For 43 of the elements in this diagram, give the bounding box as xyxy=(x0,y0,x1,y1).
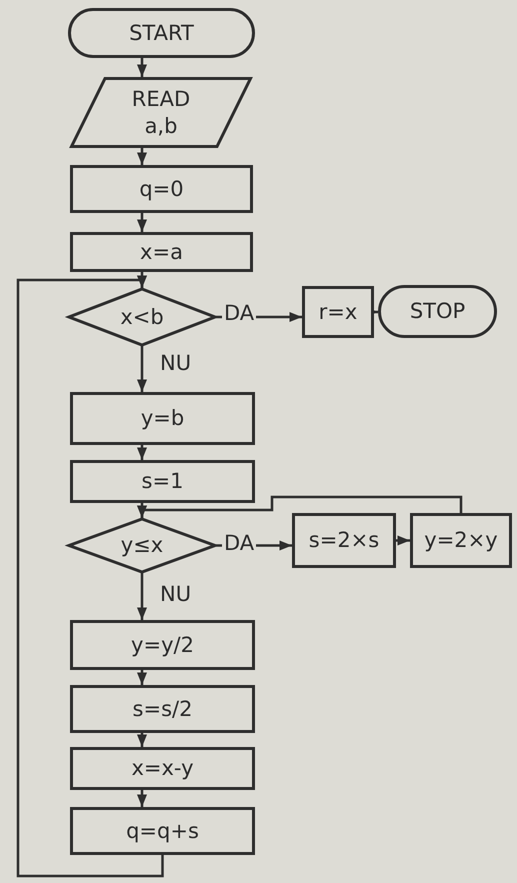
process-box xyxy=(70,232,253,272)
arrow xyxy=(137,346,147,392)
node-text: s=1 xyxy=(142,468,184,495)
arrow xyxy=(137,573,147,620)
node-text: x=a xyxy=(140,238,183,266)
node-text: s=s/2 xyxy=(132,696,192,722)
process-box xyxy=(70,392,255,445)
node-text: q=0 xyxy=(139,176,184,202)
arrow xyxy=(137,733,147,747)
process-box xyxy=(70,165,253,213)
arrow xyxy=(137,790,147,807)
node-text: r=x xyxy=(318,298,358,326)
process-box xyxy=(70,620,255,670)
arrow xyxy=(137,445,147,460)
terminal-box xyxy=(378,285,497,338)
process-box xyxy=(292,513,396,568)
process-box xyxy=(302,286,374,338)
node-text: s=2×s xyxy=(308,527,380,554)
node-text: q=q+s xyxy=(126,818,199,844)
arrow xyxy=(16,276,164,878)
arrow xyxy=(137,58,147,77)
process-box xyxy=(70,460,255,503)
node-text: y=y/2 xyxy=(131,632,194,658)
node-text: x=x-y xyxy=(131,755,194,782)
process-box xyxy=(410,513,512,568)
node-text: y=b xyxy=(140,405,184,432)
process-box xyxy=(70,747,255,790)
terminal-box xyxy=(68,8,255,58)
node-text: START xyxy=(129,20,194,46)
arrow xyxy=(137,148,147,165)
decision-diamond xyxy=(68,288,216,346)
input-parallelogram xyxy=(70,77,252,148)
node-text: x<b xyxy=(120,304,164,330)
arrow xyxy=(137,213,147,232)
node-text: y=2×y xyxy=(424,527,498,554)
node-text: STOP xyxy=(410,298,466,325)
node-text: y≤x xyxy=(120,532,164,559)
arrow xyxy=(396,536,410,546)
node-text: READ a,b xyxy=(130,86,192,139)
process-box xyxy=(70,685,255,733)
process-box xyxy=(70,807,255,855)
arrow xyxy=(137,496,462,518)
arrow xyxy=(137,670,147,685)
